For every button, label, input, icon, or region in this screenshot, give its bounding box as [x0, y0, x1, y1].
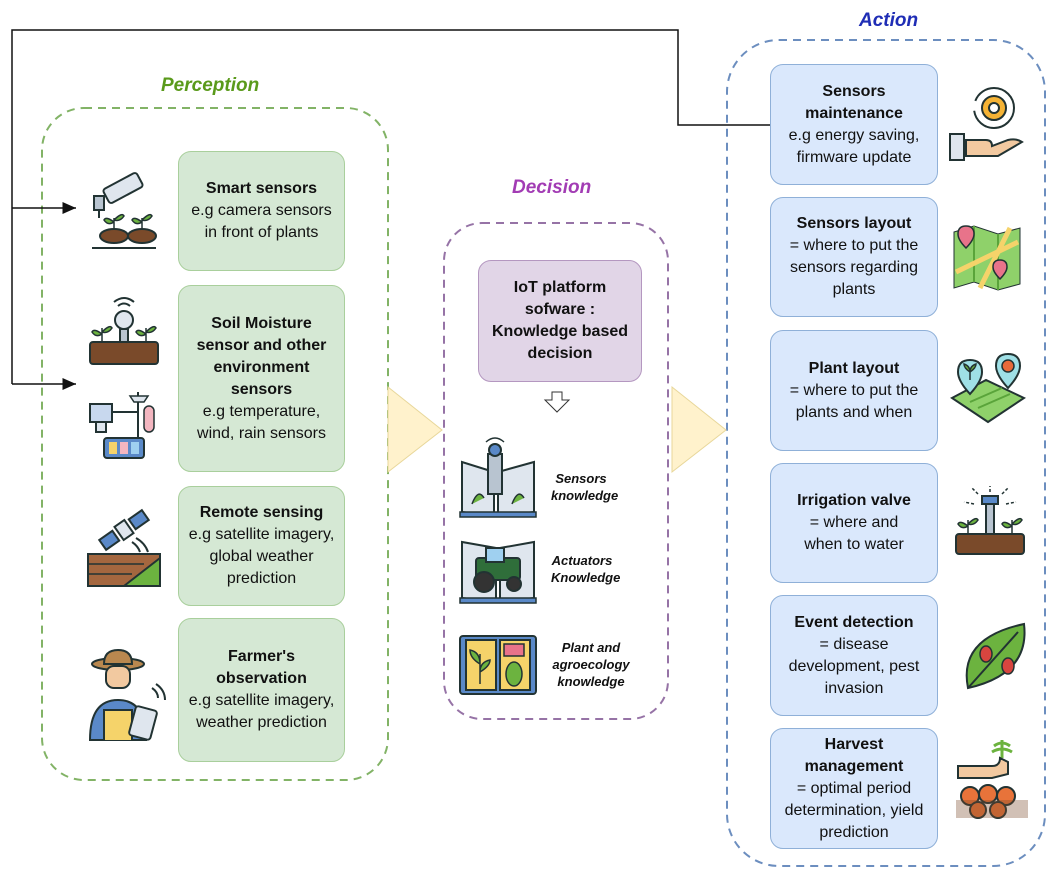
box-text: = where and when to water	[804, 514, 904, 553]
sensors-book-icon	[459, 437, 537, 518]
box-heading: Harvest management	[804, 735, 904, 775]
perception-box-soil-moisture: Soil Moisture sensor and other environme…	[178, 285, 345, 472]
pest-leaf-icon	[965, 622, 1026, 690]
box-text: e.g satellite imagery, weather predictio…	[188, 692, 335, 731]
camera-sensor-icon	[92, 172, 157, 249]
box-text: = optimal period determination, yield pr…	[784, 779, 924, 841]
box-heading: Sensors maintenance	[805, 82, 903, 122]
box-text: e.g camera sensors in front of plants	[191, 202, 332, 241]
feedback-connector	[11, 29, 770, 384]
box-text: e.g temperature, wind, rain sensors	[197, 402, 326, 442]
sensors-knowledge-label: Sensors knowledge	[551, 471, 619, 503]
harvest-icon	[956, 740, 1028, 819]
iot-platform-label: IoT platform sofware : Knowledge based d…	[491, 279, 629, 362]
satellite-icon	[87, 508, 161, 587]
box-text: e.g energy saving, firmware update	[788, 126, 920, 166]
farmer-icon	[88, 648, 166, 741]
sprinkler-icon	[955, 486, 1025, 555]
perception-title: Perception	[161, 75, 260, 96]
action-box-harvest-management: Harvest management = optimal period dete…	[770, 728, 938, 849]
gear-hand-icon	[949, 87, 1024, 161]
box-heading: Irrigation valve	[797, 492, 911, 509]
box-heading: Sensors layout	[796, 215, 912, 232]
action-box-sensors-layout: Sensors layout = where to put the sensor…	[770, 197, 938, 317]
box-heading: Smart sensors	[205, 180, 318, 197]
box-text: = disease development, pest invasion	[788, 635, 920, 697]
map-icon	[953, 225, 1021, 291]
perception-box-farmer: Farmer's observation e.g satellite image…	[178, 618, 345, 762]
plant-knowledge-label: Plant and agroecology knowledge	[552, 640, 630, 689]
tractor-book-icon	[459, 540, 537, 604]
box-heading: Remote sensing	[199, 504, 324, 521]
soil-moisture-sensor-icon	[89, 297, 159, 365]
actuators-knowledge-label: Actuators Knowledge	[551, 553, 621, 585]
action-group-outline	[726, 39, 1046, 867]
box-heading: Soil Moisture sensor and other environme…	[196, 314, 327, 398]
platform-down-arrow	[543, 391, 571, 413]
action-box-sensors-maintenance: Sensors maintenance e.g energy saving, f…	[770, 64, 938, 185]
perception-box-remote-sensing: Remote sensing e.g satellite imagery, gl…	[178, 486, 345, 606]
iot-platform-box: IoT platform sofware : Knowledge based d…	[478, 260, 642, 382]
box-text: = where to put the plants and when	[789, 381, 919, 421]
box-text: = where to put the sensors regarding pla…	[789, 237, 919, 298]
action-box-plant-layout: Plant layout = where to put the plants a…	[770, 330, 938, 451]
action-box-irrigation-valve: Irrigation valve = where and when to wat…	[770, 463, 938, 583]
action-box-event-detection: Event detection = disease development, p…	[770, 595, 938, 716]
box-heading: Plant layout	[808, 359, 900, 377]
box-heading: Event detection	[794, 613, 914, 631]
weather-station-icon	[89, 392, 155, 459]
flow-arrow-perception-decision	[387, 385, 443, 474]
box-heading: Farmer's observation	[216, 648, 307, 687]
perception-box-smart-sensors: Smart sensors e.g camera sensors in fron…	[178, 151, 345, 271]
box-text: e.g satellite imagery, global weather pr…	[188, 526, 335, 587]
flow-arrow-decision-action	[671, 385, 727, 474]
decision-group-outline	[443, 222, 669, 720]
action-title: Action	[859, 10, 919, 31]
field-pins-icon	[950, 352, 1026, 424]
decision-title: Decision	[512, 177, 592, 198]
plant-book-icon	[459, 635, 537, 695]
